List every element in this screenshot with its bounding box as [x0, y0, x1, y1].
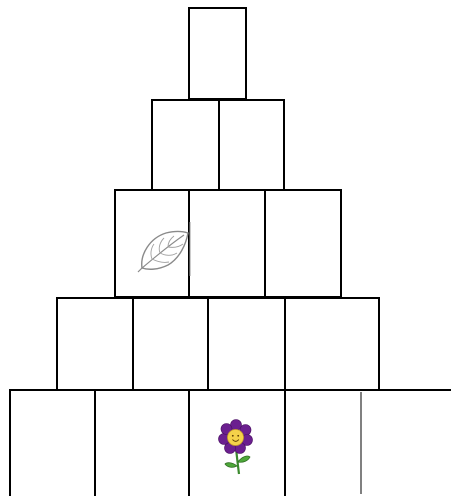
flower-icon [219, 420, 253, 475]
pyramid-cell-r4-c3 [208, 298, 285, 390]
pyramid-cell-r4-c4 [285, 298, 379, 390]
pyramid-cell-r4-c2 [133, 298, 208, 390]
pyramid-row-2 [152, 100, 284, 190]
pyramid-cell-r4-c1 [57, 298, 133, 390]
pyramid-cell-r2-c1 [152, 100, 219, 190]
pyramid-row-1 [189, 8, 246, 99]
pyramid-cell-r2-c2 [219, 100, 284, 190]
pyramid-cell-r1-c1 [189, 8, 246, 99]
pyramid-cell-r3-c3 [265, 190, 341, 297]
leaf-icon [136, 226, 188, 274]
pyramid-cell-r3-c2 [189, 190, 265, 297]
pyramid-row-4 [57, 298, 379, 390]
